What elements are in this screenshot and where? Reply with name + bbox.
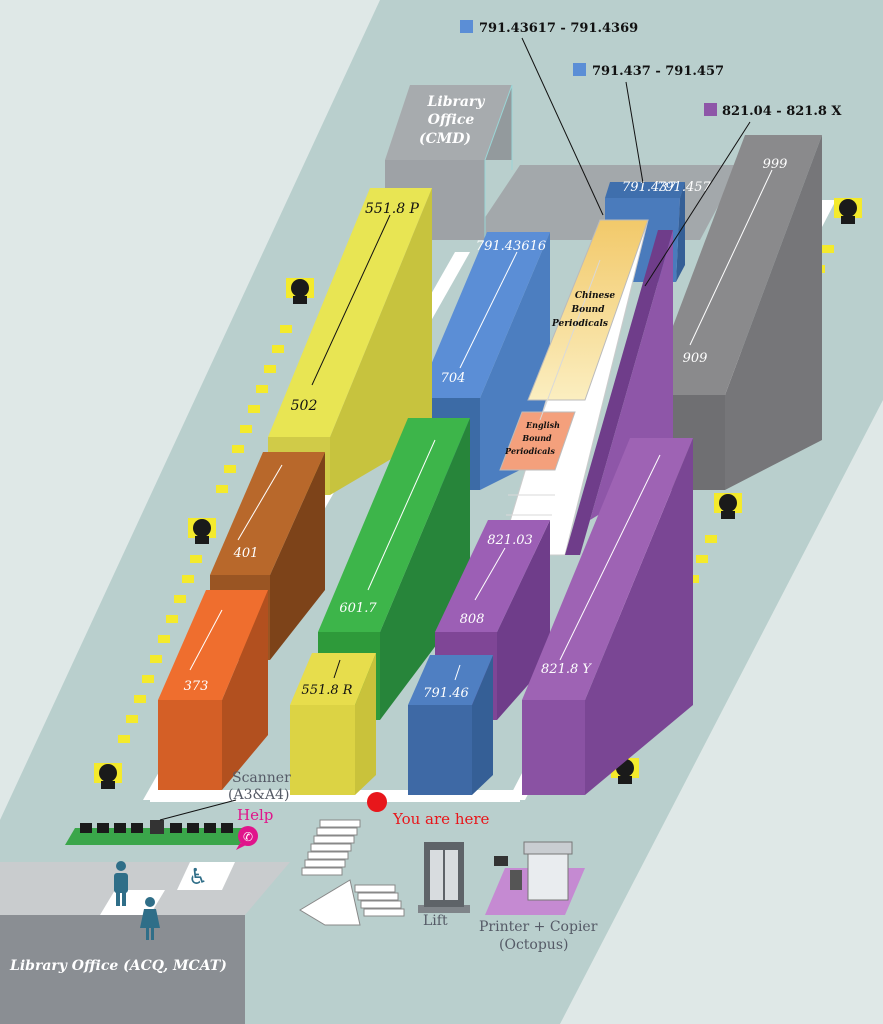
shelf-label: 821.03 xyxy=(487,533,533,548)
office-label: Office xyxy=(428,112,475,128)
accessible-area xyxy=(177,862,235,890)
periodicals-label: Chinese xyxy=(575,291,615,301)
shelf-label: 401 xyxy=(233,546,259,561)
printer-label: (Octopus) xyxy=(499,937,568,953)
shelf-label: 704 xyxy=(441,371,466,386)
shelf-8218y[interactable]: 821.8 Y xyxy=(522,438,693,795)
legend-label: 821.04 - 821.8 X xyxy=(722,104,842,119)
svg-text:✆: ✆ xyxy=(243,830,253,844)
help-label: Help xyxy=(237,806,273,824)
legend-swatch xyxy=(460,20,473,33)
library-office-cmd: Library Office (CMD) xyxy=(385,84,513,240)
scanner-label: Scanner xyxy=(232,770,291,786)
library-office-acq-mcat: Library Office (ACQ, MCAT) xyxy=(0,862,290,1024)
office-label: (CMD) xyxy=(419,131,471,147)
floor-markers-left xyxy=(118,325,292,743)
printer-label: Printer + Copier xyxy=(479,919,598,935)
help-phone-icon[interactable]: ✆ xyxy=(236,826,258,850)
office-label: Library Office (ACQ, MCAT) xyxy=(9,958,227,974)
shelf-label: 551.8 P xyxy=(365,201,420,217)
shelf-label: 909 xyxy=(683,351,708,366)
shelf-label: 821.8 Y xyxy=(541,662,592,677)
shelf-label: 551.8 R xyxy=(301,683,352,698)
lift-icon[interactable] xyxy=(418,842,470,913)
study-chair-icon xyxy=(834,198,862,224)
shelf-label: 999 xyxy=(763,157,788,172)
periodicals-label: Bound xyxy=(521,433,552,443)
periodicals-label: Periodicals xyxy=(504,446,555,456)
scanner-label: (A3&A4) xyxy=(228,787,289,803)
shelf-label: 791.46 xyxy=(423,686,469,701)
study-chair-icon xyxy=(188,518,216,544)
lift-label: Lift xyxy=(423,913,448,929)
staircase xyxy=(299,819,405,926)
male-restroom-icon xyxy=(114,861,128,906)
female-restroom-icon xyxy=(140,897,160,940)
you-are-here-marker xyxy=(367,792,387,812)
you-are-here-label: You are here xyxy=(392,810,490,828)
study-chair-icon xyxy=(714,493,742,519)
shelf-label: 601.7 xyxy=(339,601,377,616)
printer-copier-icon[interactable] xyxy=(494,841,573,901)
svg-text:♿: ♿ xyxy=(188,865,208,890)
study-chair-icon xyxy=(286,278,314,304)
scanner-icon xyxy=(150,820,164,834)
legend: 791.43617 - 791.4369 791.437 - 791.457 8… xyxy=(460,20,842,287)
legend-label: 791.43617 - 791.4369 xyxy=(479,21,638,36)
shelf-label: 791.437 xyxy=(622,180,676,195)
legend-label: 791.437 - 791.457 xyxy=(592,64,724,79)
shelf-label: 791.457 xyxy=(657,180,711,195)
shelf-label: 373 xyxy=(184,679,209,694)
periodicals-label: English xyxy=(525,420,560,430)
office-label: Library xyxy=(427,94,486,110)
shelf-5518r[interactable]: 551.8 R xyxy=(290,653,376,795)
legend-swatch xyxy=(573,63,586,76)
computer-desk xyxy=(65,799,245,845)
shelf-label: 808 xyxy=(460,612,485,627)
shelf-label: 791.43616 xyxy=(476,239,546,254)
periodicals-label: Periodicals xyxy=(551,319,608,329)
legend-swatch xyxy=(704,103,717,116)
shelf-373[interactable]: 373 xyxy=(158,590,268,790)
study-chair-icon xyxy=(94,763,122,789)
periodicals-rack[interactable]: Chinese Bound Periodicals English Bound … xyxy=(499,219,649,556)
periodicals-label: Bound xyxy=(571,305,606,315)
shelf-label: 502 xyxy=(291,398,318,414)
wheelchair-icon: ♿ xyxy=(188,865,208,890)
shelf-79146[interactable]: 791.46 xyxy=(408,655,493,795)
